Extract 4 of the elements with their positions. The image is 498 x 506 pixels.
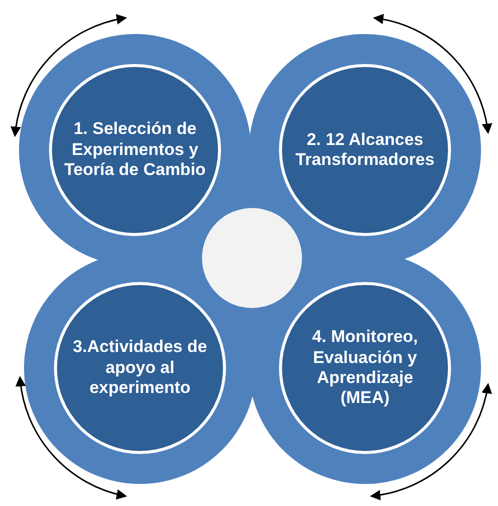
step-label: 2. 12 Alcances Transformadores [294,130,436,170]
step-label: 4. Monitoreo, Evaluación y Aprendizaje (MEA) [311,327,419,409]
step-label: 3.Actividades de apoyo al experimento [72,337,208,399]
step-label: 1. Selección de Experimentos y Teoría de Cambio [63,119,207,181]
